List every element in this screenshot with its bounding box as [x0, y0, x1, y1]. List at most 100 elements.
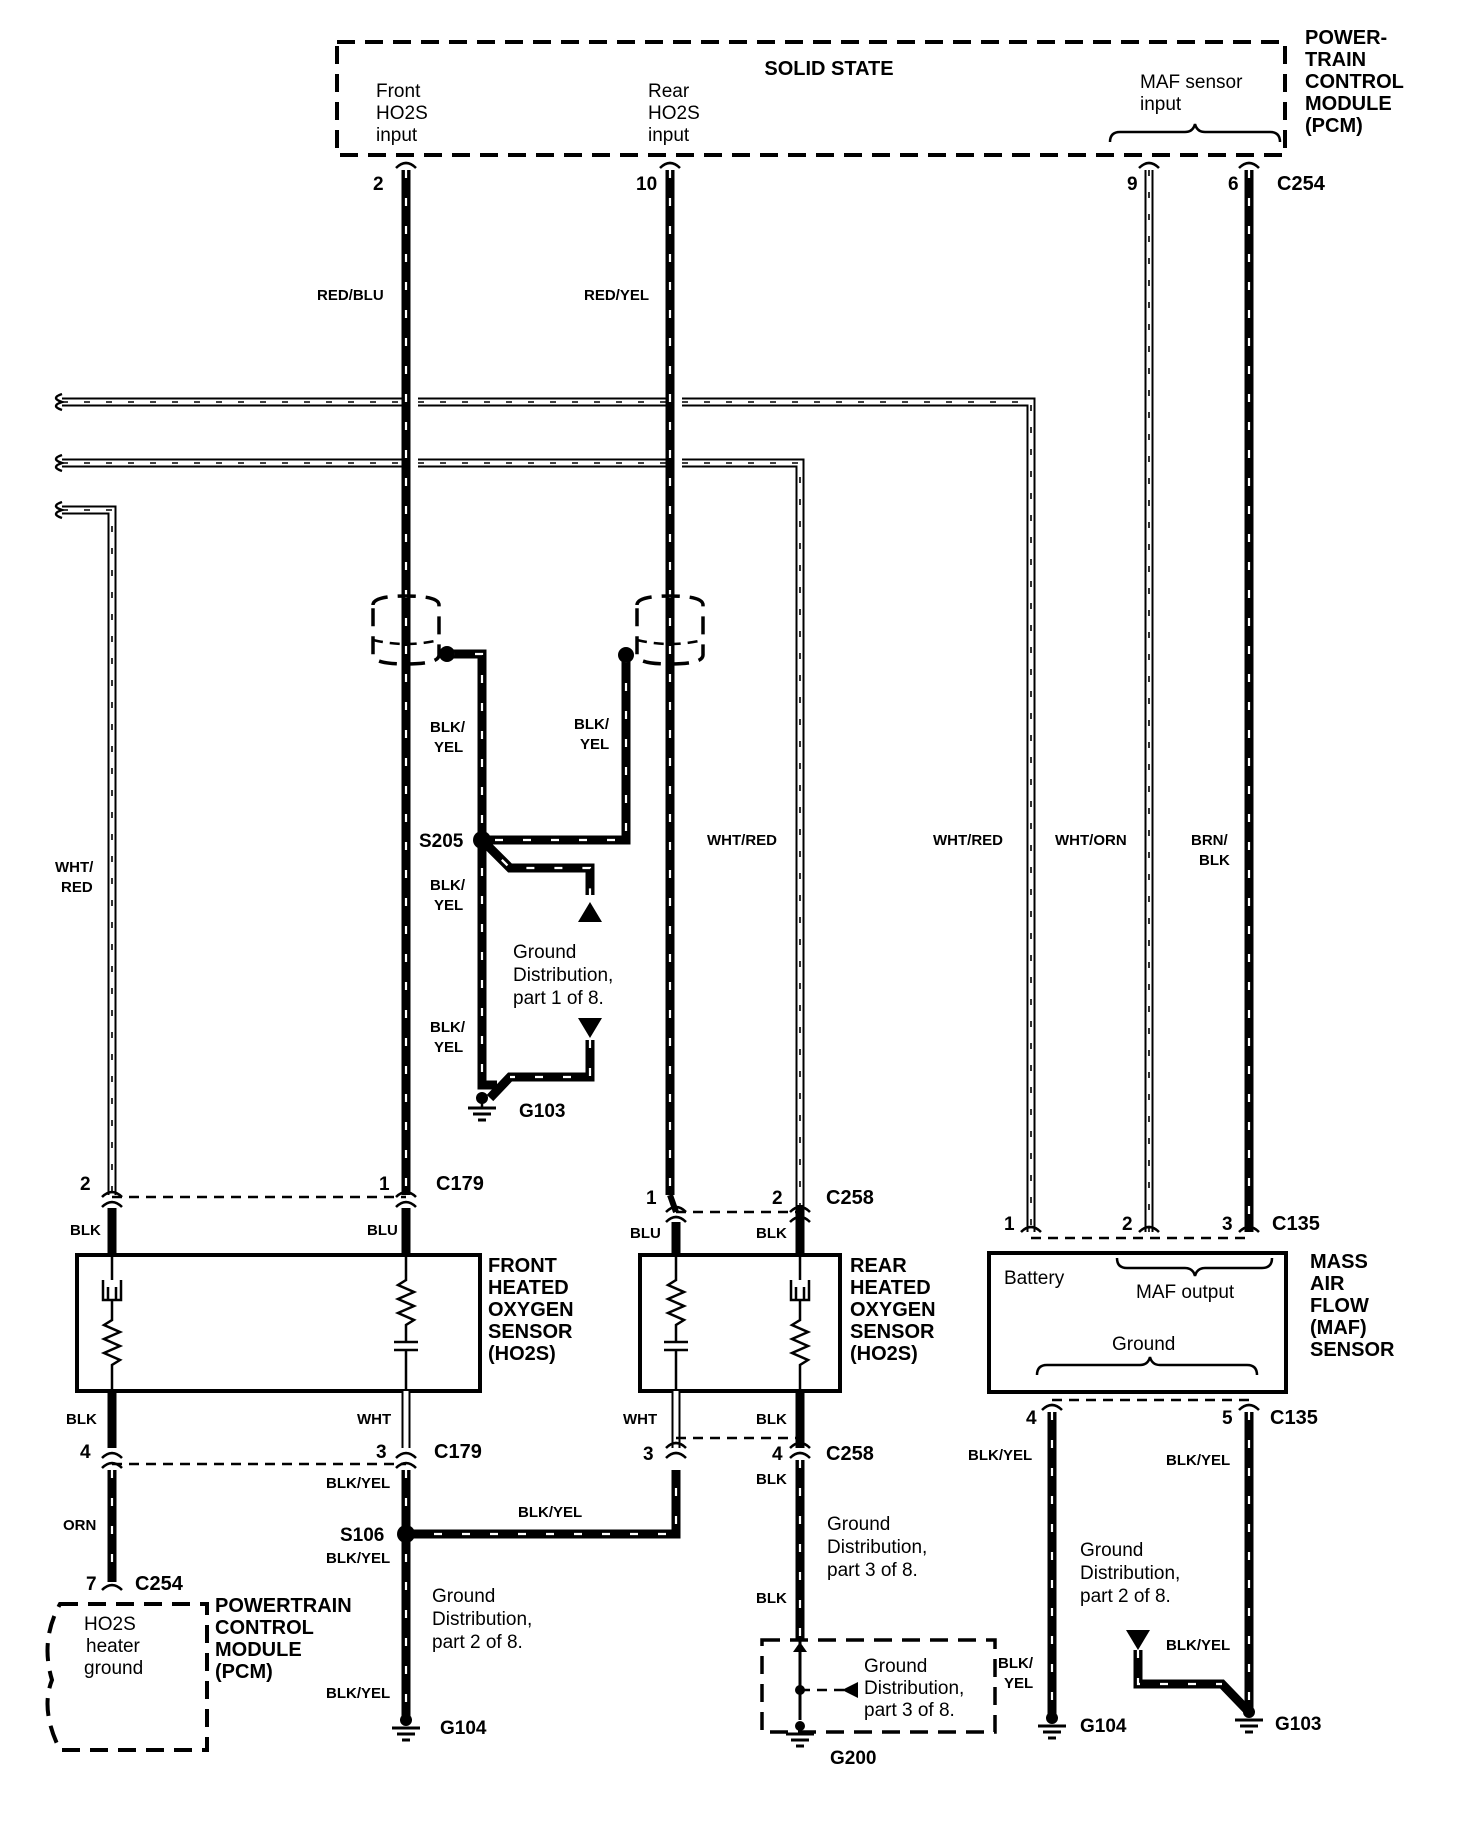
- g200-label: G200: [830, 1748, 876, 1769]
- g103-maf-ground-icon: [1235, 1706, 1263, 1734]
- rear-title-1: REAR: [850, 1255, 907, 1277]
- maf-input-line1: MAF sensor: [1140, 72, 1243, 93]
- blk-yel-gd1-wire: [478, 836, 595, 895]
- rear-title-5: (HO2S): [850, 1343, 918, 1365]
- blk-yel-s106-horiz: BLK/YEL: [518, 1504, 582, 1521]
- pcm-bottom-title-1: POWERTRAIN: [215, 1595, 352, 1617]
- g104-maf-ground-icon: [1038, 1712, 1066, 1740]
- rear-blk-top-label: BLK: [756, 1225, 787, 1242]
- pcm-pin-6: 6: [1228, 174, 1239, 195]
- maf-output-brace: [1115, 1257, 1274, 1277]
- g103-maf-label: G103: [1275, 1714, 1321, 1735]
- rear-wht-label: WHT: [623, 1411, 657, 1428]
- front-heater-icon: [100, 1255, 124, 1391]
- rear-input-line3: input: [648, 125, 690, 146]
- gd-part3a-line3: part 3 of 8.: [827, 1560, 918, 1581]
- pcm-pin-10: 10: [636, 174, 657, 195]
- signal-wires: [401, 170, 675, 1195]
- maf-title-1: MASS: [1310, 1251, 1368, 1273]
- rear-input-line1: Rear: [648, 81, 690, 102]
- rear-pin-4: 4: [772, 1444, 783, 1465]
- c258-bottom-label: C258: [826, 1443, 874, 1465]
- rear-sensor-element-icon: [664, 1255, 688, 1391]
- rear-ho2s-box: [638, 1253, 842, 1393]
- g104-front-label: G104: [440, 1718, 487, 1739]
- c258-top-terminals: [665, 1205, 811, 1223]
- gd-part1-line3: part 1 of 8.: [513, 988, 604, 1009]
- pcm-top-connector: C254: [1277, 173, 1326, 195]
- rear-blk-ground-label: BLK: [756, 1471, 787, 1488]
- c258-top-label: C258: [826, 1187, 874, 1209]
- rear-drain-dot: [618, 647, 634, 663]
- blk-yel-s106-mid: BLK/YEL: [326, 1550, 390, 1567]
- front-blk-top-label: BLK: [70, 1222, 101, 1239]
- gd1-arrow-down: [578, 1018, 602, 1038]
- c135-top-terminals: [1020, 1225, 1260, 1233]
- front-pin-4: 4: [80, 1442, 91, 1463]
- g104-front-ground-icon: [392, 1714, 420, 1742]
- c179-bottom-terminals: [101, 1451, 417, 1469]
- wht-red-left-b: RED: [61, 879, 93, 896]
- pcm-pin-terminals: [395, 161, 1260, 169]
- s106-label: S106: [340, 1525, 384, 1546]
- g103-upper-label: G103: [519, 1101, 565, 1122]
- maf-input-line2: input: [1140, 94, 1182, 115]
- c179-bottom-label: C179: [434, 1441, 482, 1463]
- gd-part1-line1: Ground: [513, 942, 576, 963]
- pcm-bottom: 7 C254 HO2S heater ground POWERTRAIN CON…: [45, 1573, 352, 1752]
- pcm-pin-2: 2: [373, 174, 384, 195]
- blk-yel-1a: BLK/: [430, 719, 466, 736]
- front-wht-label: WHT: [357, 1411, 391, 1428]
- pcm-top-outline: [335, 40, 1287, 157]
- blk-yel-rear-to-s106: [406, 1470, 681, 1539]
- front-title-5: (HO2S): [488, 1343, 556, 1365]
- gd-part3a-line2: Distribution,: [827, 1537, 927, 1558]
- wht-red-maf-label: WHT/RED: [933, 832, 1003, 849]
- s205-label: S205: [419, 831, 464, 852]
- maf-pin-2: 2: [1122, 1214, 1133, 1235]
- rear-blu-label: BLU: [630, 1225, 661, 1242]
- gd-part3b-line1: Ground: [864, 1656, 927, 1677]
- blk-yel-g103-wire: [477, 840, 497, 1090]
- rear-title-3: OXYGEN: [850, 1299, 936, 1321]
- gd-part2b-line3: part 2 of 8.: [1080, 1586, 1171, 1607]
- maf-blk-yel-left: BLK/YEL: [968, 1447, 1032, 1464]
- s205-splice: [473, 831, 491, 849]
- gd-part2a-line3: part 2 of 8.: [432, 1632, 523, 1653]
- pcm-top-title-2: TRAIN: [1305, 49, 1366, 71]
- maf-title-2: AIR: [1310, 1273, 1345, 1295]
- maf-output-label: MAF output: [1136, 1282, 1235, 1303]
- front-title-1: FRONT: [488, 1255, 557, 1277]
- front-pin-1: 1: [379, 1174, 390, 1195]
- rear-title-2: HEATED: [850, 1277, 931, 1299]
- brn-blk-label-a: BRN/: [1191, 832, 1228, 849]
- drain-wires: [439, 646, 634, 1102]
- blk-yel-gd1-return: [486, 1040, 595, 1102]
- gd2-arrow: [1126, 1630, 1150, 1650]
- pcm-bottom-title-3: MODULE: [215, 1639, 302, 1661]
- maf-blk-yel-gd2: BLK/YEL: [1166, 1637, 1230, 1654]
- blk-yel-4a: BLK/: [430, 1019, 466, 1036]
- heater-ground-line1: HO2S: [84, 1614, 136, 1635]
- front-title-2: HEATED: [488, 1277, 569, 1299]
- rear-pin-1: 1: [646, 1188, 657, 1209]
- blk-yel-s106-top: BLK/YEL: [326, 1475, 390, 1492]
- gd-part2b-line1: Ground: [1080, 1540, 1143, 1561]
- wht-red-left-a: WHT/: [55, 859, 94, 876]
- c179-top-terminals: [101, 1190, 417, 1208]
- heater-ground-line2: heater: [86, 1636, 141, 1657]
- maf-gd2-return: [1133, 1650, 1253, 1716]
- front-drain-dot: [439, 646, 455, 662]
- pcm-top-title-3: CONTROL: [1305, 71, 1404, 93]
- wht-orn-label: WHT/ORN: [1055, 832, 1127, 849]
- shield-front: [371, 594, 441, 666]
- maf-title-3: FLOW: [1310, 1295, 1369, 1317]
- maf-pin-5: 5: [1222, 1408, 1233, 1429]
- maf-ground-label: Ground: [1112, 1334, 1175, 1355]
- front-sensor-element-icon: [394, 1255, 418, 1391]
- red-yel-label: RED/YEL: [584, 287, 649, 304]
- pcm-bottom-title-2: CONTROL: [215, 1617, 314, 1639]
- front-pin-3: 3: [376, 1442, 387, 1463]
- gd-part2b-line2: Distribution,: [1080, 1563, 1180, 1584]
- gd-part2a-line2: Distribution,: [432, 1609, 532, 1630]
